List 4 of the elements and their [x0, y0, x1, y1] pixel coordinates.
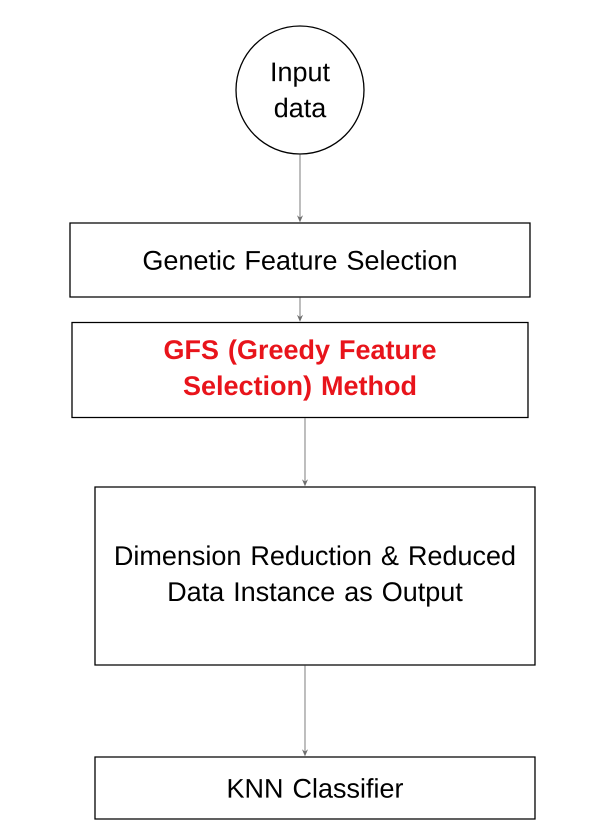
process-box: GFS (Greedy Feature Selection) Method: [71, 322, 529, 418]
process-box: Genetic Feature Selection: [69, 222, 531, 298]
process-box: Dimension Reduction & Reduced Data Instance as Output: [94, 486, 536, 666]
process-box: KNN Classifier: [94, 756, 536, 820]
